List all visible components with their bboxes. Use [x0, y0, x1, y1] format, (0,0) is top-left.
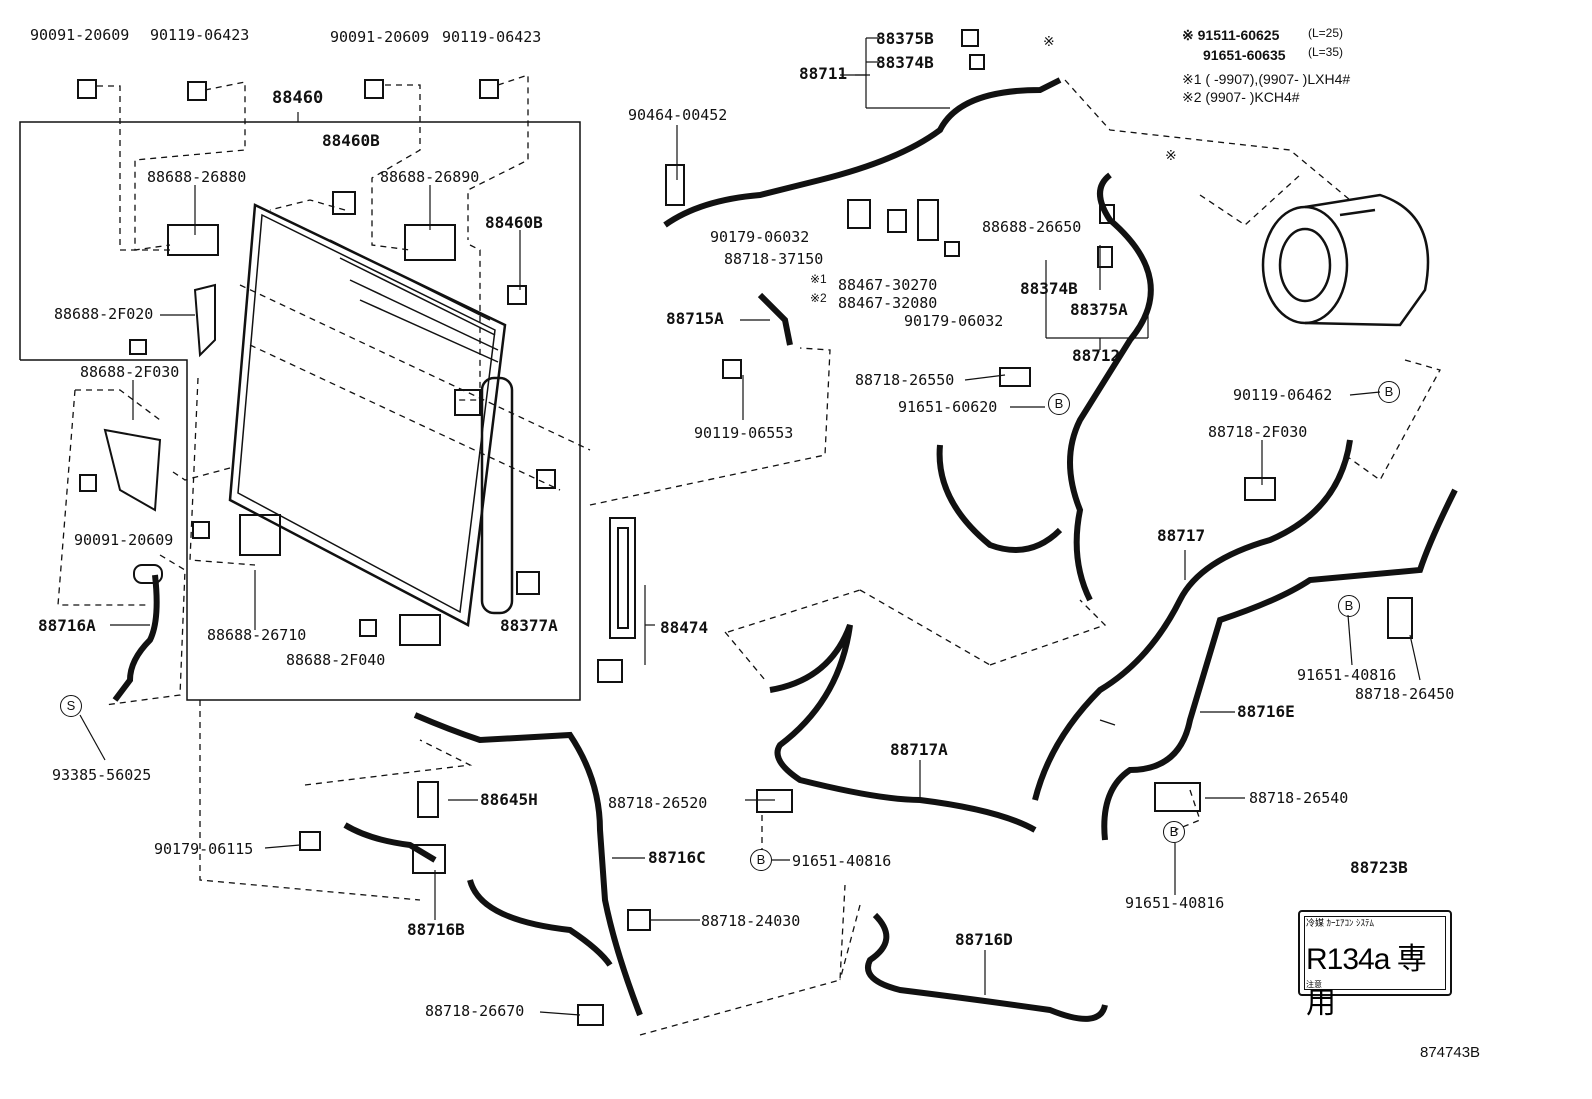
hose-88716D: [865, 912, 1108, 1022]
part-label: 88718-26670: [425, 1002, 525, 1020]
plate-row1: 冷媒 ｶｰｴｱｺﾝ ｼｽﾃﾑ: [1306, 918, 1375, 928]
part-label: 90119-06553: [694, 424, 794, 442]
part-label: 88715A: [666, 309, 724, 328]
part-label: 88688-2F020: [54, 305, 154, 323]
ref-marker-b: B: [1338, 595, 1360, 617]
part-label: 91651-40816: [1125, 894, 1225, 912]
part-label: 90119-06462: [1233, 386, 1333, 404]
part-label: 88375B: [876, 29, 934, 48]
note-line2-part: 91651-60635: [1203, 47, 1286, 63]
part-label: 88688-26880: [147, 168, 247, 186]
part-label: 88474: [660, 618, 709, 637]
part-label: 88723B: [1350, 858, 1408, 877]
part-label: 91651-40816: [792, 852, 892, 870]
part-label: 88460: [272, 88, 324, 108]
part-label: 88718-26540: [1249, 789, 1349, 807]
part-label: 88718-26520: [608, 794, 708, 812]
part-label: 90091-20609: [74, 531, 174, 549]
hose-88715A: [757, 292, 793, 346]
part-label: 88716B: [407, 920, 465, 939]
part-label: 88711: [799, 64, 848, 83]
plate-main-text: R134a 専用: [1306, 943, 1427, 1020]
hose-88716-branch: [467, 879, 613, 967]
part-label: 88718-26550: [855, 371, 955, 389]
part-label: 90179-06032: [710, 228, 810, 246]
part-label: 88467-32080: [838, 294, 938, 312]
note-mark: ※: [1043, 33, 1055, 49]
part-label: 93385-56025: [52, 766, 152, 784]
hose-88717A: [769, 623, 1037, 833]
part-label: 88688-2F040: [286, 651, 386, 669]
part-label: 88716D: [955, 930, 1013, 949]
condenser-group-frame: [19, 121, 581, 701]
hose-88716A: [112, 574, 160, 702]
note-mark: ※2: [810, 291, 827, 305]
refrigerant-label-plate: 冷媒 ｶｰｴｱｺﾝ ｼｽﾃﾑ R134a 専用 注意: [1298, 910, 1452, 1020]
hose-88711: [663, 77, 1062, 228]
hose-88716B: [343, 822, 437, 863]
part-label: 88717A: [890, 740, 948, 759]
part-label: 90119-06423: [442, 28, 542, 46]
note-line1-part: ※ 91511-60625: [1182, 27, 1280, 43]
part-label: 88718-37150: [724, 250, 824, 268]
part-label: 88716A: [38, 616, 96, 635]
ref-marker-s: S: [60, 695, 82, 717]
hose-88716C: [413, 712, 643, 1017]
part-label: 90119-06423: [150, 26, 250, 44]
hose-88716E: [1101, 488, 1458, 841]
ref-marker-b: B: [1378, 381, 1400, 403]
part-label: 88717: [1157, 526, 1206, 545]
ref-marker-b: B: [750, 849, 772, 871]
hose-88712-branch: [936, 444, 1063, 553]
part-label: 90464-00452: [628, 106, 728, 124]
hose-88717: [1032, 439, 1353, 801]
part-label: 88718-2F030: [1208, 423, 1308, 441]
part-label: 90179-06032: [904, 312, 1004, 330]
hose-88712: [1067, 172, 1154, 602]
receiver-drier: [480, 376, 514, 615]
part-label: 88460B: [485, 213, 543, 232]
part-label: 88374B: [876, 53, 934, 72]
plate-inner-border: [1304, 916, 1446, 990]
part-label: 88645H: [480, 790, 538, 809]
ref-marker-b: B: [1048, 393, 1070, 415]
note-line1-len: (L=25): [1308, 26, 1344, 40]
note-line4: ※2 (9907- )KCH4#: [1182, 89, 1300, 105]
part-label: 88374B: [1020, 279, 1078, 298]
part-label: 88377A: [500, 616, 558, 635]
part-label: 88718-26450: [1355, 685, 1455, 703]
part-label: 90091-20609: [330, 28, 430, 46]
part-label: 88716E: [1237, 702, 1295, 721]
part-label: 90179-06115: [154, 840, 254, 858]
part-label: 88688-26650: [982, 218, 1082, 236]
part-label: 88375A: [1070, 300, 1128, 319]
part-label: 90091-20609: [30, 26, 130, 44]
note-mark: ※1: [810, 272, 827, 286]
part-label: 88688-26710: [207, 626, 307, 644]
note-line2-len: (L=35): [1308, 45, 1344, 59]
part-label: 88460B: [322, 131, 380, 150]
part-label: 88688-2F030: [80, 363, 180, 381]
note-line3: ※1 ( -9907),(9907- )LXH4#: [1182, 71, 1351, 87]
part-label: 88688-26890: [380, 168, 480, 186]
part-label: 88712: [1072, 346, 1121, 365]
note-mark: ※: [1165, 147, 1177, 163]
compressor: [1261, 193, 1430, 327]
plate-row3: 注意: [1306, 980, 1322, 989]
part-label: 88716C: [648, 848, 706, 867]
diagram-id: 874743B: [1420, 1044, 1481, 1061]
ref-marker-b: B: [1163, 821, 1185, 843]
part-label: 88467-30270: [838, 276, 938, 294]
part-label: 88718-24030: [701, 912, 801, 930]
part-label: 91651-60620: [898, 398, 998, 416]
part-label: 91651-40816: [1297, 666, 1397, 684]
